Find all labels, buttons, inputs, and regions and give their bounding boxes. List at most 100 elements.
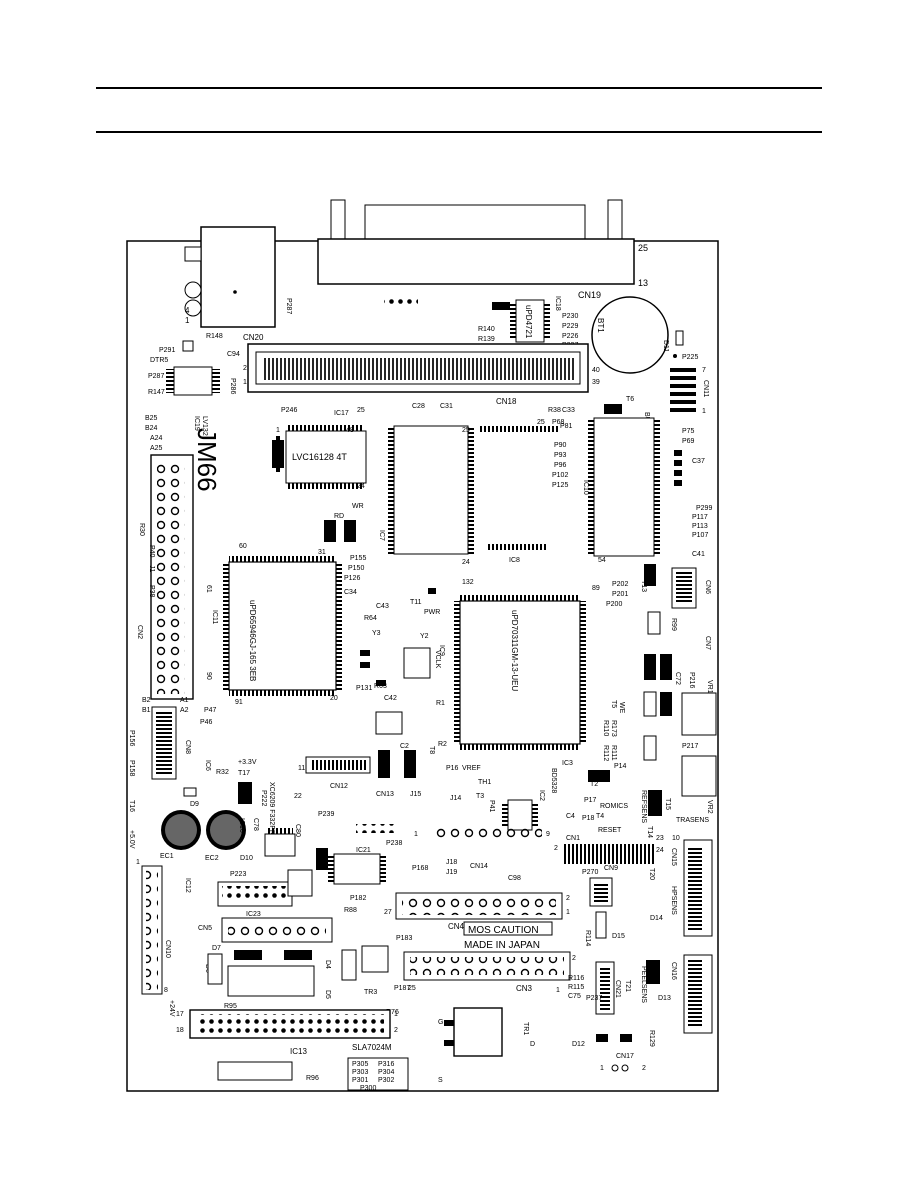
svg-text:R64: R64 xyxy=(364,615,377,622)
svg-text:IC17: IC17 xyxy=(334,410,349,417)
header-rule-top xyxy=(96,87,822,89)
svg-text:P202: P202 xyxy=(612,581,628,588)
svg-text:R139: R139 xyxy=(478,336,495,343)
svg-text:P246: P246 xyxy=(281,407,297,414)
svg-text:J18: J18 xyxy=(446,859,457,866)
svg-text:+5.0V: +5.0V xyxy=(128,830,135,849)
svg-text:25: 25 xyxy=(537,419,545,426)
svg-text:C80: C80 xyxy=(294,824,301,837)
svg-text:CN21: CN21 xyxy=(614,980,621,998)
cn10-header: CN10 1 8 +24V xyxy=(136,859,175,1017)
svg-text:8: 8 xyxy=(164,987,168,994)
svg-text:CN5: CN5 xyxy=(198,925,212,932)
svg-text:C94: C94 xyxy=(227,351,240,358)
svg-text:T15: T15 xyxy=(664,798,671,810)
svg-text:J14: J14 xyxy=(450,795,461,802)
svg-text:23: 23 xyxy=(656,835,664,842)
svg-text:D13: D13 xyxy=(658,995,671,1002)
svg-text:SLA7024M: SLA7024M xyxy=(352,1043,392,1052)
d11-diode: D11 P225 xyxy=(662,330,698,361)
svg-text:MOS CAUTION: MOS CAUTION xyxy=(468,925,539,936)
power-regulator-area: DTR5 P291 R148 R147 P287 C94 P286 IC19 L… xyxy=(145,333,240,452)
svg-text:R95: R95 xyxy=(224,1003,237,1010)
svg-text:R96: R96 xyxy=(306,1075,319,1082)
svg-text:R63: R63 xyxy=(374,683,387,690)
svg-text:CN2: CN2 xyxy=(136,625,143,639)
svg-text:P270: P270 xyxy=(582,869,598,876)
ic13-sla7024m: IC13 SLA7024M 17 18 1 2 R96 P305 P316 P3… xyxy=(176,1009,409,1092)
test-pad-row: 1 9 P239 P238 xyxy=(318,811,550,847)
svg-text:D9: D9 xyxy=(190,801,199,808)
crystal-area: Y3 Y2 Y1 PWR T11 C43 R64 C34 P126 C42 R6… xyxy=(324,503,447,750)
svg-text:R115: R115 xyxy=(568,984,584,991)
svg-text:24: 24 xyxy=(462,559,470,566)
ic1-qfp: uPD70311GM-13-UEU 132 89 IC9 xyxy=(438,579,600,750)
svg-text:T8: T8 xyxy=(428,746,435,754)
cn18-header: 2 1 40 39 CN18 xyxy=(243,343,600,406)
svg-text:P216: P216 xyxy=(688,672,695,688)
svg-text:P200: P200 xyxy=(606,601,622,608)
svg-text:2: 2 xyxy=(642,1065,646,1072)
svg-text:89: 89 xyxy=(592,585,600,592)
cn19-dsub-connector: 25 13 CN19 xyxy=(317,199,648,300)
svg-text:P300: P300 xyxy=(360,1085,376,1092)
electrolytic-caps: EC1 EC2 D9 IC16 D10 xyxy=(160,787,253,862)
svg-text:VREF: VREF xyxy=(462,765,481,772)
svg-text:CN3: CN3 xyxy=(516,984,533,993)
cn1-header: CN1 23 24 2 xyxy=(554,835,664,864)
cn20-jack: CN20 4 1 xyxy=(184,226,276,342)
svg-text:20: 20 xyxy=(330,695,338,702)
svg-text:P17: P17 xyxy=(584,797,597,804)
svg-text:60: 60 xyxy=(239,543,247,550)
cn3-header: CN3 25 2 1 R116 R115 C75 xyxy=(403,951,584,1000)
svg-text:P131: P131 xyxy=(356,685,372,692)
svg-text:1: 1 xyxy=(414,831,418,838)
svg-text:25: 25 xyxy=(462,427,470,434)
svg-text:T4: T4 xyxy=(596,813,604,820)
ic21: IC21 P168 J18 J19 CN14 C98 P182 R88 P183 xyxy=(328,847,521,942)
svg-text:CN6: CN6 xyxy=(704,580,711,594)
ic8-row-pins: IC8 25 xyxy=(478,419,558,564)
board-model-mark: JM66 xyxy=(192,428,222,492)
svg-text:R88: R88 xyxy=(344,907,357,914)
svg-text:1: 1 xyxy=(394,1011,398,1018)
svg-text:P222: P222 xyxy=(260,790,267,806)
svg-text:CN16: CN16 xyxy=(670,962,677,980)
svg-text:LVC16128 4T: LVC16128 4T xyxy=(292,452,347,462)
svg-text:T13: T13 xyxy=(640,580,647,592)
diodes-row: D7 D6 D4 D5 R95 xyxy=(204,945,357,1010)
cn9-connector: CN9 P270 D15 R114 xyxy=(582,865,625,946)
svg-text:D12: D12 xyxy=(572,1041,585,1048)
svg-text:IC9: IC9 xyxy=(438,645,445,656)
svg-text:IC21: IC21 xyxy=(356,847,371,854)
svg-text:R147: R147 xyxy=(148,389,165,396)
svg-text:P291: P291 xyxy=(159,347,175,354)
svg-text:Y3: Y3 xyxy=(372,630,381,637)
svg-text:P168: P168 xyxy=(412,865,428,872)
ic12-ic23: IC12 P223 IC23 xyxy=(184,869,313,918)
svg-text:C72: C72 xyxy=(674,672,681,685)
svg-text:B2: B2 xyxy=(142,697,151,704)
svg-text:CN1: CN1 xyxy=(566,835,580,842)
tr1-transistor: TR1 G S D xyxy=(438,1007,535,1084)
svg-text:HPSENS: HPSENS xyxy=(670,886,677,915)
svg-text:P183: P183 xyxy=(396,935,412,942)
svg-text:P156: P156 xyxy=(128,730,135,746)
svg-text:EC1: EC1 xyxy=(160,853,174,860)
svg-text:DTR5: DTR5 xyxy=(150,357,168,364)
cn8-connector: CN8 P156 P158 T16 +5.0V IC6 R32 P46 P47 xyxy=(128,706,229,849)
svg-text:P238: P238 xyxy=(386,840,402,847)
header-rule-bottom xyxy=(96,131,822,133)
svg-text:IC10: IC10 xyxy=(582,480,589,495)
svg-text:40: 40 xyxy=(592,367,600,374)
svg-text:D5: D5 xyxy=(324,990,331,999)
svg-text:13: 13 xyxy=(638,278,648,288)
svg-text:24: 24 xyxy=(656,847,664,854)
t17-regulator: +3.3V T17 P222 XC6209 F332PR xyxy=(238,759,275,835)
svg-text:P107: P107 xyxy=(692,532,708,539)
svg-text:P47: P47 xyxy=(204,707,217,714)
svg-text:1: 1 xyxy=(556,987,560,994)
svg-text:CN4: CN4 xyxy=(448,922,465,931)
svg-text:17: 17 xyxy=(176,1011,184,1018)
svg-text:C4: C4 xyxy=(566,813,575,820)
